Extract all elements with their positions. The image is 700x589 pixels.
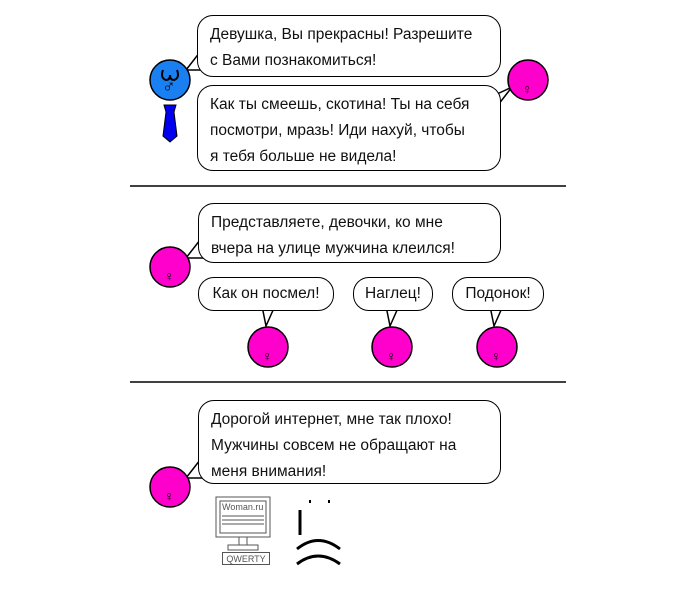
female-symbol: ♀ — [164, 488, 175, 504]
female-symbol: ♀ — [386, 348, 397, 364]
bubble-line: посмотри, мразь! Иди нахуй, чтобы — [210, 122, 465, 139]
bubble-line: я тебя больше не видела! — [210, 148, 397, 165]
bubble-tail — [385, 305, 399, 329]
female-character — [149, 466, 191, 508]
bubble-line: Как он посмел! — [212, 285, 320, 302]
female-character — [476, 326, 518, 368]
bubble-line: меня внимания! — [211, 463, 327, 480]
bubble-line: Девушка, Вы прекрасны! Разрешите — [210, 26, 473, 43]
bubble-line: Как ты смеешь, скотина! Ты на себя — [210, 96, 470, 113]
female-character — [507, 59, 549, 101]
bubble-line: с Вами познакомиться! — [210, 52, 377, 69]
computer-icon — [215, 496, 271, 551]
bubble-line: Наглец! — [365, 285, 421, 302]
bubble-tail — [261, 305, 275, 329]
speech-bubble-reaction: Как он посмел! — [198, 277, 334, 311]
speech-bubble-male: Девушка, Вы прекрасны! Разрешите с Вами … — [197, 15, 501, 77]
bubble-tail — [489, 305, 503, 329]
female-character — [247, 326, 289, 368]
female-character — [149, 246, 191, 288]
bubble-line: Мужчины совсем не обращают на — [211, 437, 457, 454]
female-symbol: ♀ — [164, 268, 175, 284]
female-symbol: ♀ — [491, 348, 502, 364]
speech-bubble-female-reply: Как ты смеешь, скотина! Ты на себя посмо… — [197, 85, 501, 171]
speech-bubble-complaint: Дорогой интернет, мне так плохо! Мужчины… — [198, 400, 501, 484]
male-character — [149, 59, 191, 143]
bubble-line: Подонок! — [465, 285, 531, 302]
female-character — [371, 326, 413, 368]
female-symbol: ♀ — [522, 81, 533, 97]
bubble-line: Дорогой интернет, мне так плохо! — [211, 411, 452, 428]
bubble-line: вчера на улице мужчина клеился! — [211, 240, 455, 257]
female-symbol: ♀ — [262, 348, 273, 364]
screen-title: Woman.ru — [222, 502, 264, 512]
bubble-line: Представляете, девочки, ко мне — [211, 214, 443, 231]
male-symbol: ♂ — [162, 76, 176, 96]
speech-bubble-story: Представляете, девочки, ко мне вчера на … — [198, 203, 501, 263]
speech-bubble-reaction: Наглец! — [353, 277, 433, 311]
sad-face-icon — [296, 500, 341, 566]
speech-bubble-reaction: Подонок! — [452, 277, 544, 311]
keyboard-label: QWERTY — [222, 552, 270, 565]
